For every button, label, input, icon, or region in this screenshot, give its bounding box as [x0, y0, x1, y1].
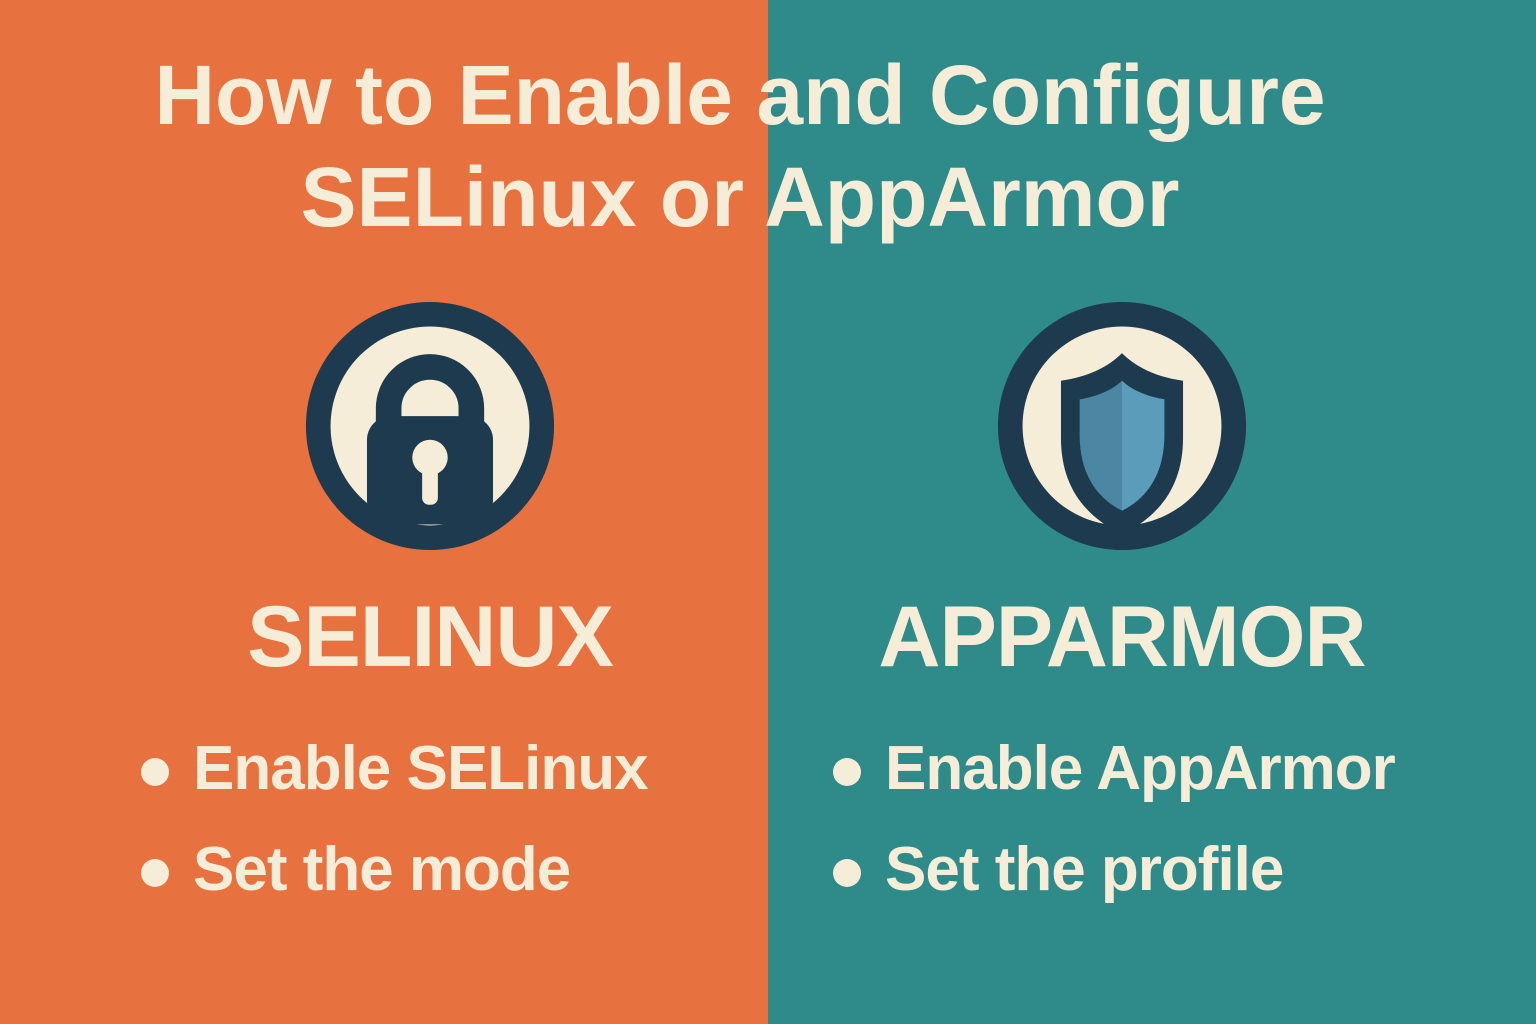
selinux-panel: SELINUX Enable SELinux Set the mode [0, 0, 768, 1024]
selinux-content: SELINUX Enable SELinux Set the mode [46, 0, 814, 902]
bullet-dot [833, 757, 861, 786]
apparmor-heading: APPARMOR [878, 589, 1366, 685]
list-item: Set the mode [141, 837, 648, 902]
selinux-bullet-list: Enable SELinux Set the mode [141, 734, 649, 902]
list-item: Set the profile [833, 837, 1395, 902]
bullet-dot [141, 858, 169, 887]
title-line-1: How to Enable and Configure [154, 48, 1326, 142]
bullet-label: Enable AppArmor [885, 734, 1396, 803]
list-item: Enable SELinux [141, 734, 649, 803]
apparmor-bullet-list: Enable AppArmor Set the profile [833, 734, 1396, 902]
page-title: How to Enable and Configure SELinux or A… [0, 44, 1508, 249]
bullet-label: Set the profile [885, 835, 1284, 905]
list-item: Enable AppArmor [833, 734, 1396, 803]
title-line-2: SELinux or AppArmor [300, 150, 1180, 245]
selinux-heading: SELINUX [247, 589, 614, 685]
shield-icon [994, 298, 1250, 554]
bullet-dot [833, 858, 861, 887]
bullet-dot [141, 757, 169, 786]
bullet-label: Set the mode [193, 835, 571, 905]
bullet-label: Enable SELinux [193, 734, 649, 803]
apparmor-content: APPARMOR Enable AppArmor Set the profile [738, 0, 1506, 902]
apparmor-panel: APPARMOR Enable AppArmor Set the profile [768, 0, 1536, 1024]
lock-icon [302, 298, 558, 554]
